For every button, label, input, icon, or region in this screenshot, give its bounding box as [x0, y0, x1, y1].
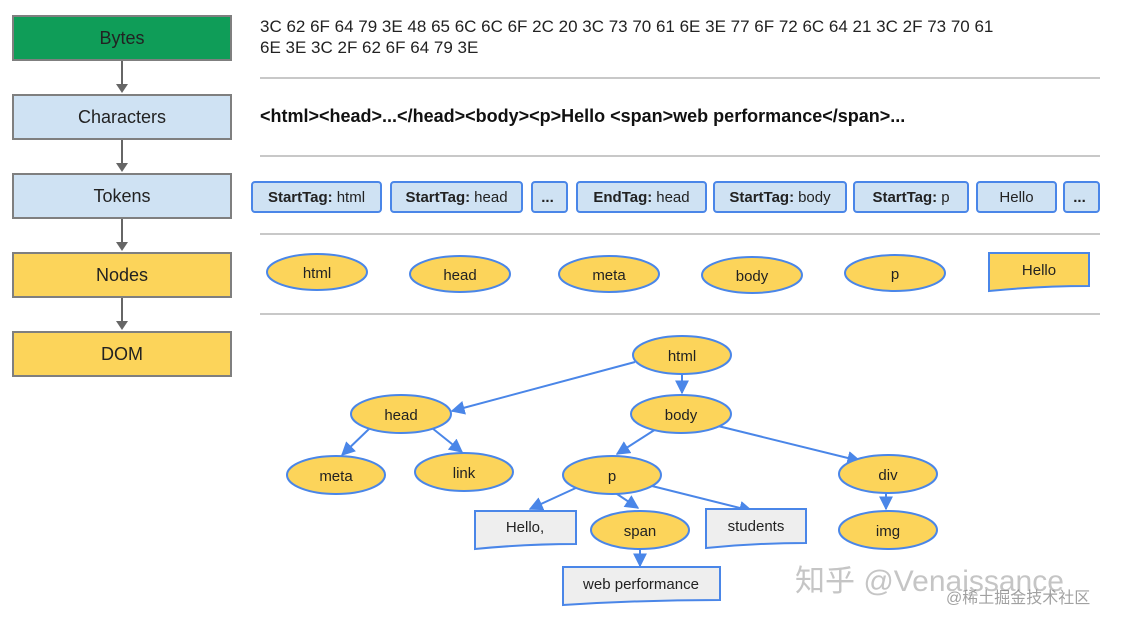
svg-text:div: div — [878, 467, 898, 484]
svg-text:p: p — [891, 266, 899, 283]
characters-text: <html><head>...</head><body><p>Hello <sp… — [260, 106, 906, 126]
watermark-zhihu: 知乎 @Venaissance — [795, 565, 1064, 598]
node-head: head — [409, 255, 511, 293]
node-meta: meta — [558, 255, 660, 293]
node-html: html — [266, 253, 368, 291]
svg-text:web performance: web performance — [582, 576, 699, 593]
token-starttag-html: StartTag:html — [251, 181, 382, 213]
divider — [260, 77, 1100, 79]
flow-arrow — [116, 298, 128, 330]
stage-label: Tokens — [93, 185, 151, 206]
dom-text-hello: Hello, — [474, 510, 577, 551]
stage-label: DOM — [101, 343, 143, 364]
dom-node-link: link — [414, 452, 514, 492]
flow-arrow — [116, 140, 128, 172]
dom-text-students: students — [705, 508, 807, 550]
flow-arrow — [116, 219, 128, 251]
svg-text:body: body — [736, 268, 769, 285]
dom-node-meta: meta — [286, 455, 386, 495]
token-ellipsis: ... — [1063, 181, 1100, 213]
token-hello: Hello — [976, 181, 1057, 213]
node-hello: Hello — [988, 252, 1090, 293]
svg-text:body: body — [665, 407, 698, 424]
token-starttag-p: StartTag:p — [853, 181, 969, 213]
dom-edges — [340, 361, 893, 568]
token-starttag-body: StartTag:body — [713, 181, 847, 213]
bytes-line-1: 3C 62 6F 64 79 3E 48 65 6C 6C 6F 2C 20 3… — [260, 17, 994, 36]
stage-tokens: Tokens — [12, 173, 232, 219]
svg-text:head: head — [443, 267, 476, 284]
stage-bytes: Bytes — [12, 15, 232, 61]
dom-text-web-performance: web performance — [562, 566, 721, 607]
dom-node-img: img — [838, 510, 938, 550]
bytes-hex: 3C 62 6F 64 79 3E 48 65 6C 6C 6F 2C 20 3… — [260, 16, 1080, 58]
stage-characters: Characters — [12, 94, 232, 140]
stage-label: Characters — [77, 106, 167, 127]
dom-node-span: span — [590, 510, 690, 550]
dom-node-div: div — [838, 454, 938, 494]
stage-label: Nodes — [95, 264, 149, 285]
dom-node-body: body — [630, 394, 732, 434]
dom-node-html: html — [632, 335, 732, 375]
svg-text:Hello,: Hello, — [506, 519, 544, 536]
svg-text:Hello: Hello — [1022, 262, 1056, 279]
divider — [260, 233, 1100, 235]
svg-text:meta: meta — [592, 267, 626, 284]
node-p: p — [844, 254, 946, 292]
watermark-juejin: @稀土掘金技术社区 — [946, 590, 1091, 607]
svg-text:students: students — [728, 518, 785, 535]
token-starttag-head: StartTag:head — [390, 181, 523, 213]
stage-dom: DOM — [12, 331, 232, 377]
node-body: body — [701, 256, 803, 294]
svg-text:meta: meta — [319, 468, 353, 485]
stage-nodes: Nodes — [12, 252, 232, 298]
svg-text:html: html — [303, 265, 331, 282]
divider — [260, 155, 1100, 157]
divider — [260, 313, 1100, 315]
svg-text:img: img — [876, 523, 900, 540]
svg-text:head: head — [384, 407, 417, 424]
dom-node-p: p — [562, 455, 662, 495]
dom-node-head: head — [350, 394, 452, 434]
flow-arrow — [116, 61, 128, 93]
svg-text:span: span — [624, 523, 657, 540]
svg-text:link: link — [453, 465, 476, 482]
stage-label: Bytes — [99, 27, 145, 48]
svg-text:p: p — [608, 468, 616, 485]
bytes-line-2: 6E 3E 3C 2F 62 6F 64 79 3E — [260, 38, 479, 57]
token-ellipsis: ... — [531, 181, 568, 213]
svg-text:html: html — [668, 348, 696, 365]
token-endtag-head: EndTag:head — [576, 181, 707, 213]
